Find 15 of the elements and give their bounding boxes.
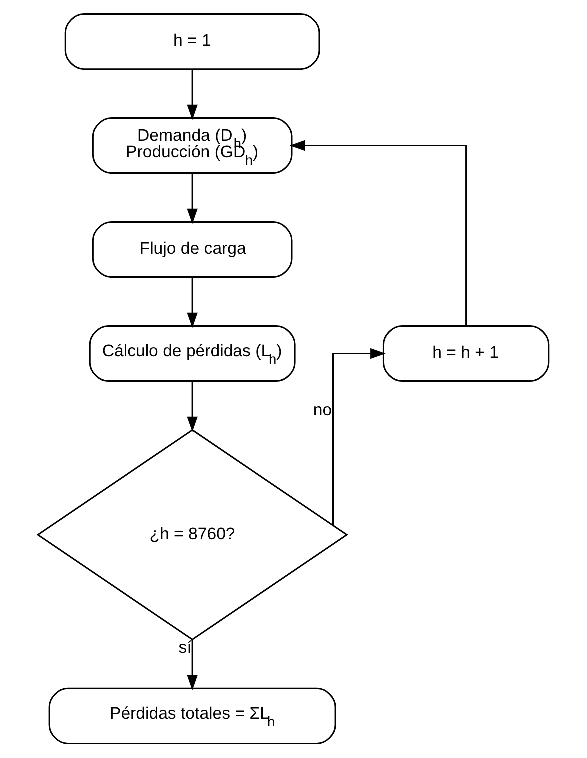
- arrow: [187, 382, 198, 432]
- edge-label: no: [313, 400, 332, 420]
- node-box: Flujo de carga: [92, 222, 293, 278]
- arrow: [187, 278, 198, 328]
- node-box: Cálculo de pérdidas (L$_{h}$): [89, 325, 296, 382]
- node-box: h = 1: [64, 14, 320, 70]
- arrow: [187, 174, 198, 224]
- arrow: [332, 348, 386, 526]
- node-box: Pérdidas totales = ΣL$_{h}$: [48, 688, 336, 744]
- arrow: [187, 70, 198, 120]
- arrow: [290, 140, 468, 326]
- edge-label: sí: [178, 638, 192, 658]
- node-diamond: ¿h = 8760?: [36, 429, 348, 641]
- node-box: h = h + 1: [382, 325, 550, 382]
- arrow: [187, 640, 198, 691]
